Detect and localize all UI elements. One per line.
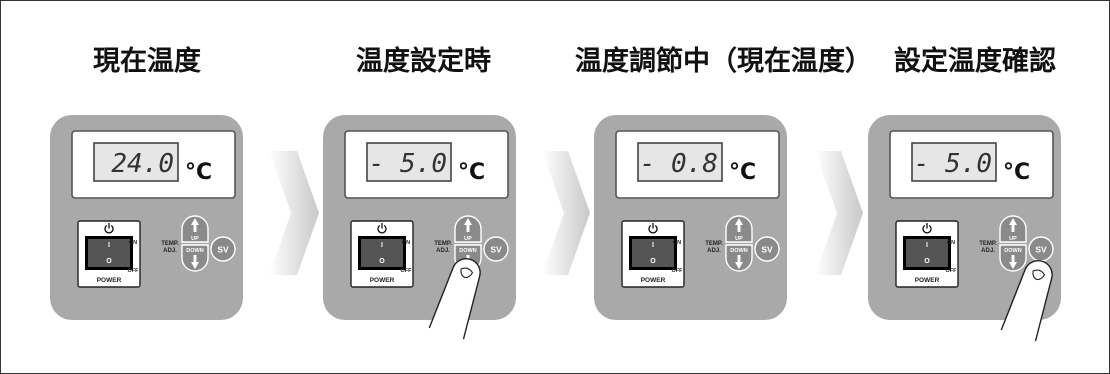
power-label: POWER: [641, 277, 666, 284]
power-label: POWER: [915, 277, 940, 284]
step-4-title: 設定温度確認: [894, 46, 1056, 77]
finger-outline: [428, 258, 481, 340]
panel-step-4: - 5.0 °C I O ON OFF POWER TEMP.ADJ. UP DOWN SV: [868, 115, 1061, 342]
power-icon: [648, 223, 658, 234]
sv-label: SV: [761, 245, 773, 255]
on-label: ON: [673, 240, 681, 246]
sv-label: SV: [490, 245, 502, 255]
fingernail: [460, 267, 474, 279]
power-label: POWER: [97, 277, 122, 284]
off-mark: O: [924, 258, 930, 265]
up-arrow-icon: [735, 218, 743, 232]
lcd-value: - 5.0: [914, 149, 992, 179]
lcd-value: - 5.0: [369, 149, 447, 179]
off-mark: O: [106, 258, 112, 265]
rocker-switch: [88, 239, 130, 267]
unit-label: °C: [1003, 160, 1030, 185]
on-label: ON: [129, 240, 137, 246]
fingernail: [1032, 269, 1046, 281]
power-icon-arc: [648, 224, 658, 234]
lcd-screen: [911, 142, 997, 182]
unit-label: °C: [458, 160, 485, 185]
down-arrow-icon: [191, 255, 199, 269]
on-mark: I: [108, 242, 110, 249]
power-icon: [104, 223, 114, 234]
down-label: DOWN: [186, 248, 203, 254]
step-3-title: 温度調節中（現在温度）: [575, 46, 872, 77]
power-icon-arc: [104, 224, 114, 234]
panel-step-3: - 0.8 °C I O ON OFF POWER TEMP.ADJ. UP DOWN SV: [594, 115, 787, 320]
power-icon: [922, 223, 932, 234]
lcd-screen: [366, 142, 452, 182]
on-mark: I: [926, 242, 928, 249]
down-label: DOWN: [730, 248, 747, 254]
temp-adj-label: TEMP.: [161, 241, 179, 247]
up-label: UP: [464, 236, 472, 242]
on-label: ON: [402, 240, 410, 246]
temp-adj-label: TEMP.: [434, 241, 452, 247]
up-arrow-icon: [191, 218, 199, 232]
unit-label: °C: [185, 160, 212, 185]
on-label: ON: [947, 240, 955, 246]
down-label: DOWN: [1004, 248, 1021, 254]
finger-outline: [1000, 260, 1053, 342]
off-label: OFF: [672, 268, 684, 274]
power-label: POWER: [370, 277, 395, 284]
temp-adj-label: ADJ.: [707, 248, 721, 254]
step-1-title: 現在温度: [93, 46, 201, 77]
next-step-arrow: [269, 151, 319, 275]
temp-adj-label: ADJ.: [163, 248, 177, 254]
on-mark: I: [381, 242, 383, 249]
unit-label: °C: [729, 160, 756, 185]
next-step-arrow: [542, 151, 590, 275]
down-arrow-icon: [1009, 255, 1017, 269]
temp-adj-label: ADJ.: [436, 248, 450, 254]
rocker-switch: [361, 239, 403, 267]
panel-step-1: 24.0 °C I O ON OFF POWER TEMP.ADJ. UP DOWN SV: [50, 115, 243, 320]
off-label: OFF: [401, 268, 413, 274]
down-arrow-icon: [735, 255, 743, 269]
lcd-value: - 0.8: [640, 149, 718, 179]
next-step-arrow: [815, 151, 863, 275]
up-label: UP: [1009, 236, 1017, 242]
off-mark: O: [379, 258, 385, 265]
sv-button: [754, 236, 780, 262]
sv-button: [483, 236, 509, 262]
step-2-title: 温度設定時: [356, 46, 491, 77]
up-label: UP: [735, 236, 743, 242]
lcd-value: 24.0: [111, 149, 174, 179]
on-mark: I: [652, 242, 654, 249]
sv-button: [210, 236, 236, 262]
lcd-screen: [93, 142, 179, 182]
rocker-switch: [906, 239, 948, 267]
temp-adj-label: TEMP.: [979, 241, 997, 247]
off-label: OFF: [946, 268, 958, 274]
down-label: DOWN: [459, 248, 476, 254]
lcd-screen: [637, 142, 723, 182]
sv-label: SV: [1035, 245, 1047, 255]
power-icon-arc: [377, 224, 387, 234]
power-icon: [377, 223, 387, 234]
up-arrow-icon: [1009, 218, 1017, 232]
temp-adj-label: ADJ.: [981, 248, 995, 254]
finger-icon: [1000, 260, 1053, 342]
temp-adj-label: TEMP.: [705, 241, 723, 247]
off-label: OFF: [128, 268, 140, 274]
sv-label: SV: [217, 245, 229, 255]
off-mark: O: [650, 258, 656, 265]
up-label: UP: [191, 236, 199, 242]
rocker-switch: [632, 239, 674, 267]
finger-icon: [428, 258, 481, 340]
panel-step-2: - 5.0 °C I O ON OFF POWER TEMP.ADJ. UP DOWN SV: [323, 115, 516, 340]
up-arrow-icon: [464, 218, 472, 232]
power-icon-arc: [922, 224, 932, 234]
